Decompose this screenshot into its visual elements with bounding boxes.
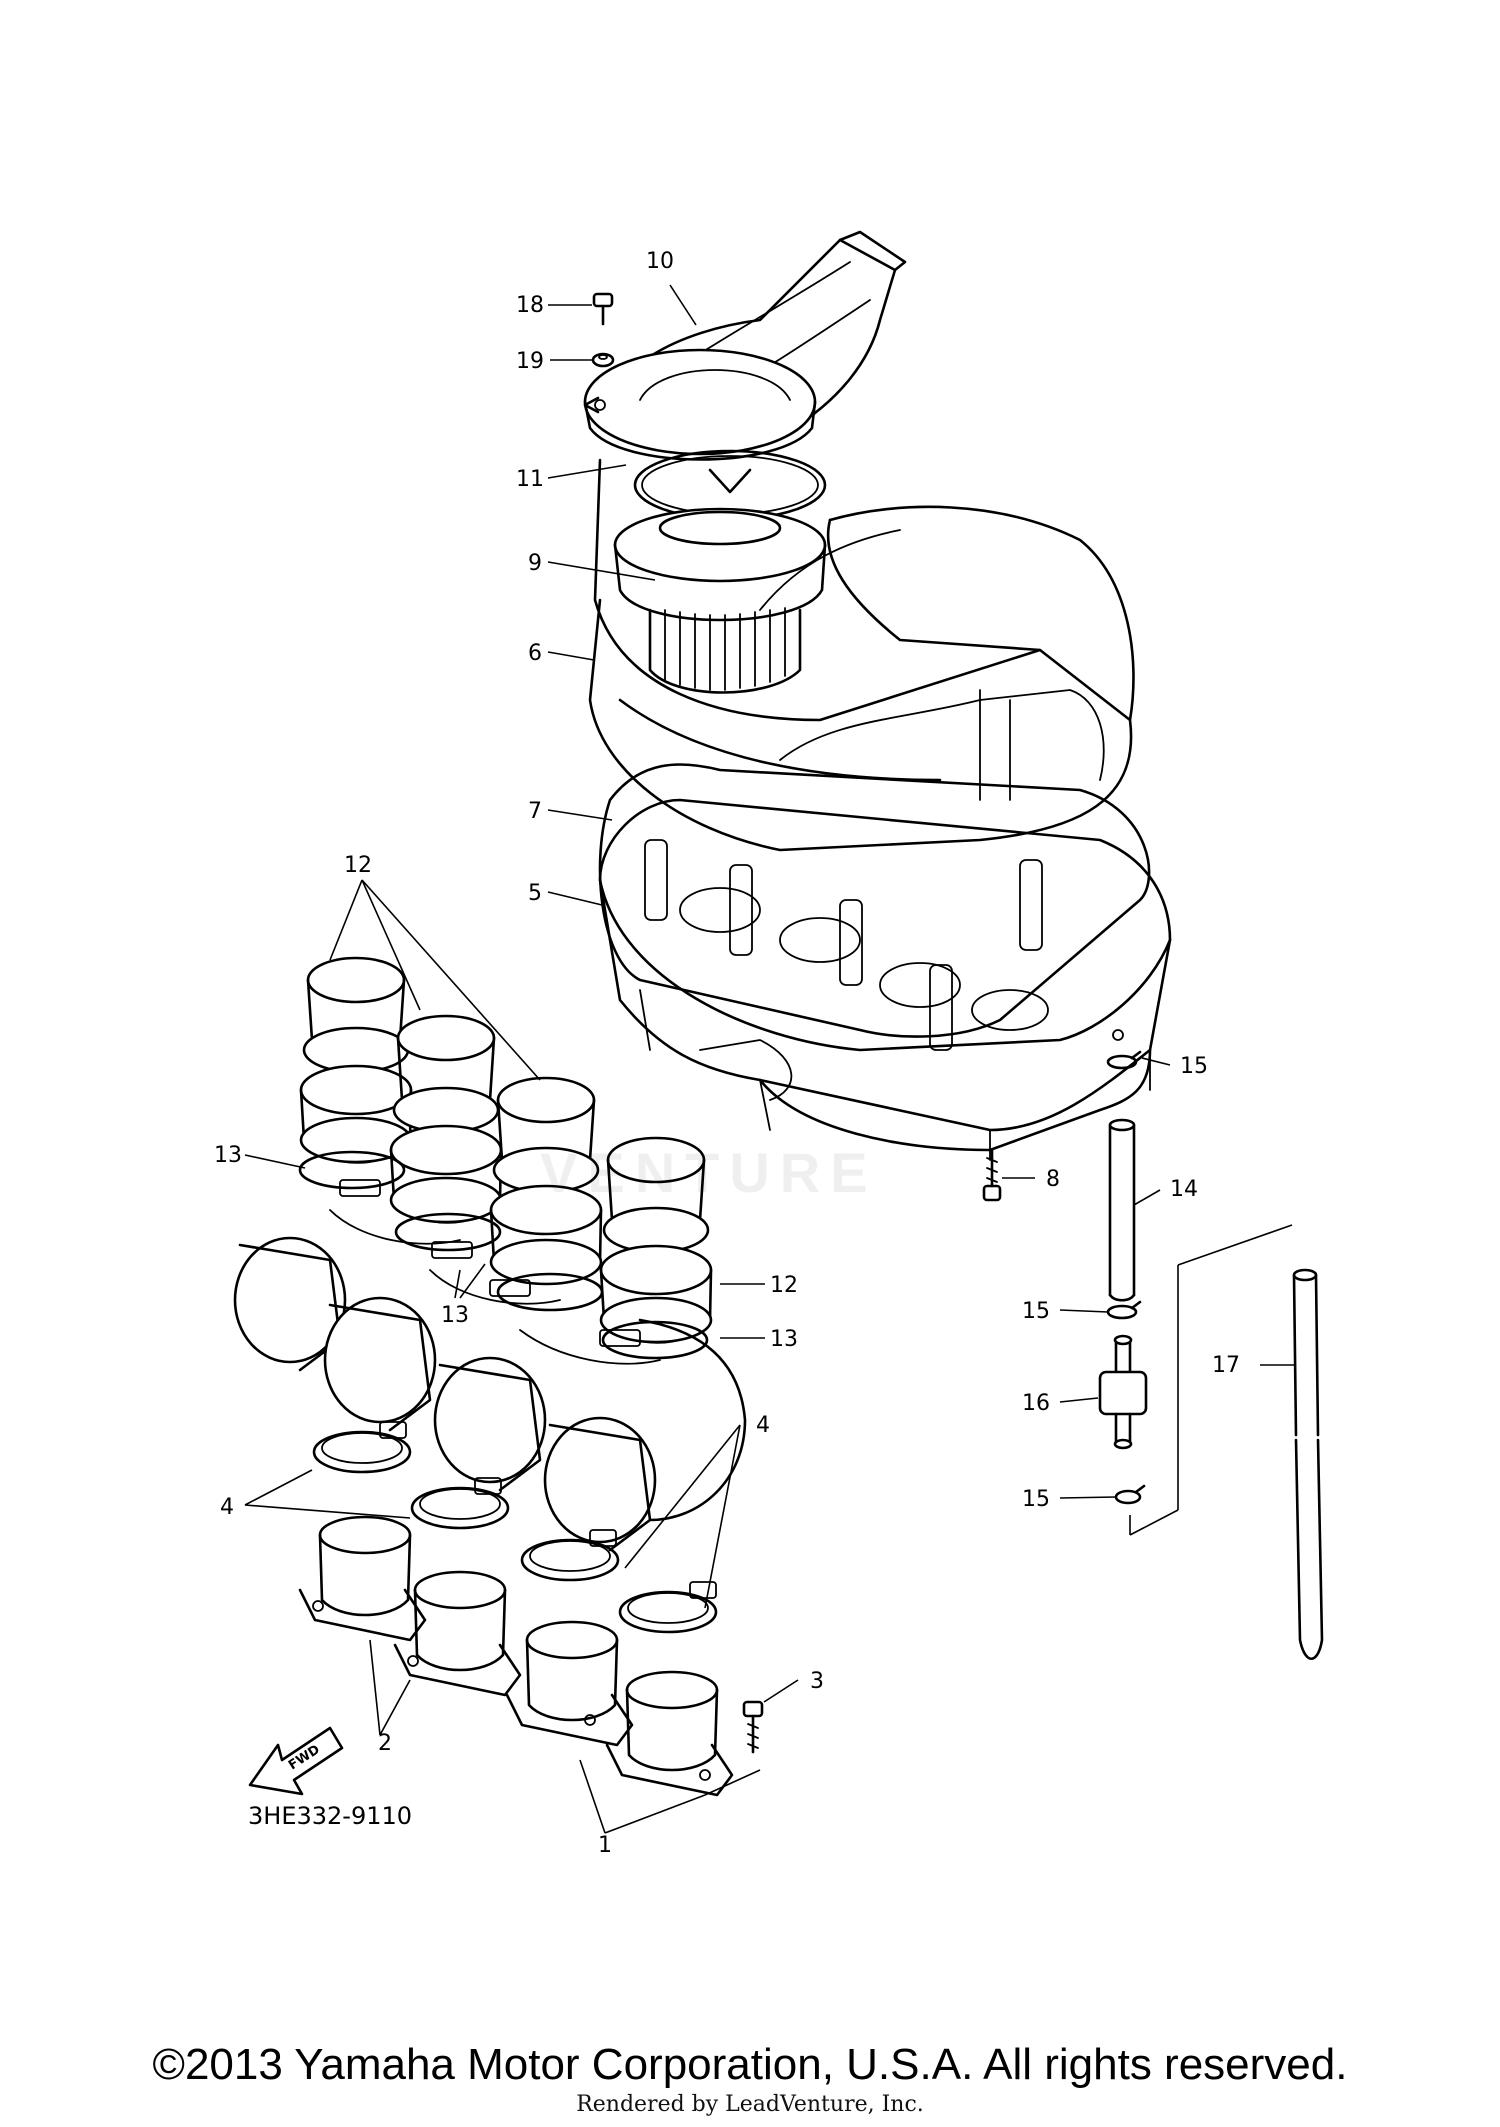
callout-18: 18 <box>516 293 544 318</box>
callout-9: 9 <box>528 551 542 576</box>
copyright-notice: ©2013 Yamaha Motor Corporation, U.S.A. A… <box>152 2040 1348 2089</box>
callout-11: 11 <box>516 467 544 492</box>
drain-hose <box>1108 1118 1136 1302</box>
callout-10: 10 <box>646 249 674 274</box>
air-box-upper-case <box>588 458 1135 852</box>
callout-1: 1 <box>598 1833 612 1858</box>
catalog-number: 3HE332-9110 <box>248 1802 413 1830</box>
callout-7: 7 <box>528 799 542 824</box>
callout-14: 14 <box>1170 1177 1198 1202</box>
joint-screw <box>742 1700 764 1754</box>
callout-12b: 12 <box>770 1273 798 1298</box>
callout-15b: 15 <box>1022 1299 1050 1324</box>
case-screw <box>982 1148 1002 1202</box>
callout-17: 17 <box>1212 1353 1240 1378</box>
callout-4a: 4 <box>220 1495 234 1520</box>
joint-clamps <box>312 1421 718 1634</box>
rendered-by-credit: Rendered by LeadVenture, Inc. <box>576 2092 924 2117</box>
callout-13a: 13 <box>214 1143 242 1168</box>
callout-16: 16 <box>1022 1391 1050 1416</box>
air-filter-element <box>613 507 827 694</box>
intake-boots <box>299 956 713 1344</box>
callout-19: 19 <box>516 349 544 374</box>
hose-clips <box>1106 1050 1146 1505</box>
air-box-cap <box>583 230 907 461</box>
callout-3: 3 <box>810 1669 824 1694</box>
watermark: VENTURE <box>540 1141 878 1204</box>
callout-13c: 13 <box>770 1327 798 1352</box>
leader-lines <box>244 284 1294 1834</box>
air-box-lower-case <box>598 798 1172 1161</box>
callout-4b: 4 <box>756 1413 770 1438</box>
callout-2: 2 <box>378 1731 392 1756</box>
air-box-seal <box>598 763 1151 1038</box>
callout-12a: 12 <box>344 853 372 878</box>
cap-bolt <box>592 292 614 326</box>
fwd-arrow: FWD <box>248 1726 344 1796</box>
drain-valve <box>1098 1334 1148 1450</box>
callout-15a: 15 <box>1180 1054 1208 1079</box>
carburetor-joints <box>298 1515 734 1797</box>
callout-labels: 18 19 10 11 9 6 7 5 12 13 13 12 13 4 4 2… <box>214 249 1240 1858</box>
callout-13b: 13 <box>441 1303 469 1328</box>
callout-6: 6 <box>528 641 542 666</box>
callout-5: 5 <box>528 881 542 906</box>
callout-15c: 15 <box>1022 1487 1050 1512</box>
breather-hose <box>1129 1224 1324 1661</box>
callout-8: 8 <box>1046 1167 1060 1192</box>
cap-grommet <box>591 352 615 368</box>
carburetor-assembly <box>233 1209 747 1552</box>
